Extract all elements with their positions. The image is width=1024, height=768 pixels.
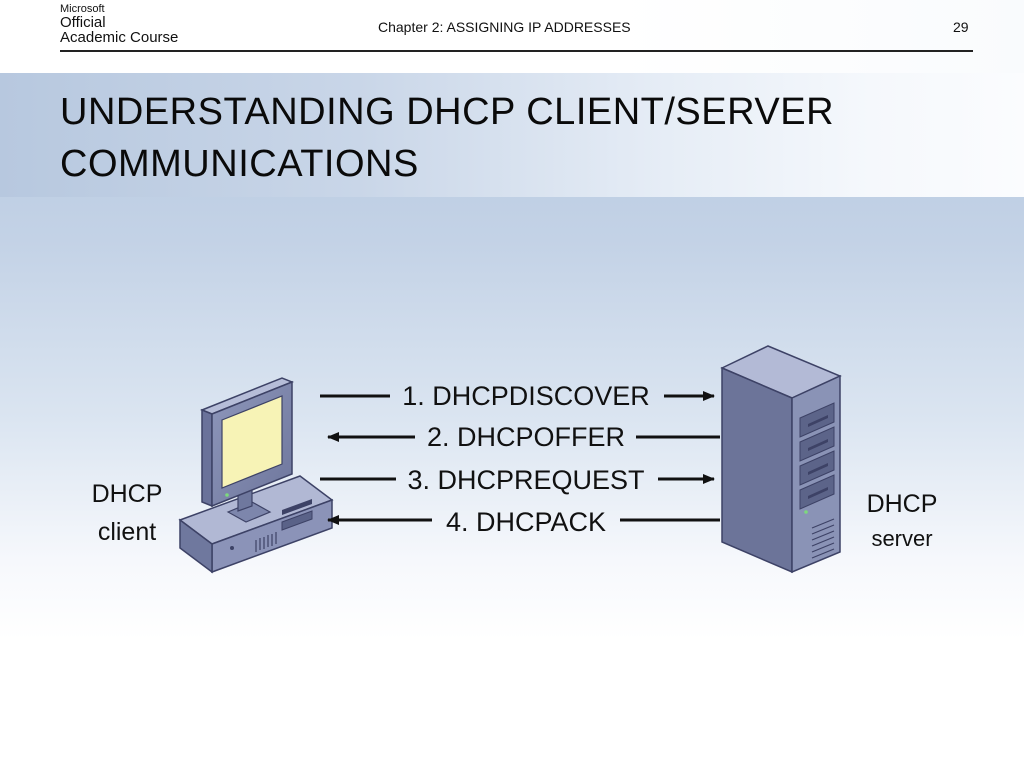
desktop-computer-icon <box>178 377 334 574</box>
tower-server-icon <box>720 345 842 574</box>
logo-line-1: Microsoft <box>60 3 105 15</box>
title-band <box>0 73 1024 197</box>
message-dhcpdiscover: 1. DHCPDISCOVER <box>320 381 715 411</box>
server-label-line-2: server <box>871 526 932 551</box>
chapter-header: Chapter 2: ASSIGNING IP ADDRESSES <box>378 19 631 35</box>
client-label-line-1: DHCP <box>92 480 163 508</box>
server-label-line-1: DHCP <box>867 490 938 518</box>
slide-title-line-2: COMMUNICATIONS <box>60 143 419 185</box>
message-dhcpoffer: 2. DHCPOFFER <box>327 422 720 452</box>
header-band <box>0 0 1024 73</box>
logo-line-3: Academic Course <box>60 29 179 46</box>
client-label-line-2: client <box>98 518 156 546</box>
message-1-label: 1. DHCPDISCOVER <box>402 381 650 411</box>
logo-line-2: Official <box>60 14 106 31</box>
message-3-label: 3. DHCPREQUEST <box>407 465 644 495</box>
client-label: DHCP client <box>92 480 163 546</box>
message-2-label: 2. DHCPOFFER <box>427 422 625 452</box>
slide-title: UNDERSTANDING DHCP CLIENT/SERVER COMMUNI… <box>60 86 960 190</box>
message-dhcprequest: 3. DHCPREQUEST <box>320 465 715 495</box>
message-4-label: 4. DHCPACK <box>446 507 606 537</box>
slide-title-line-1: UNDERSTANDING DHCP CLIENT/SERVER <box>60 91 835 133</box>
course-logo: Microsoft Official Academic Course <box>60 3 178 45</box>
message-dhcpack: 4. DHCPACK <box>327 507 720 537</box>
page-number: 29 <box>953 19 969 35</box>
server-label: DHCP server <box>867 490 938 551</box>
header-divider <box>60 50 973 52</box>
